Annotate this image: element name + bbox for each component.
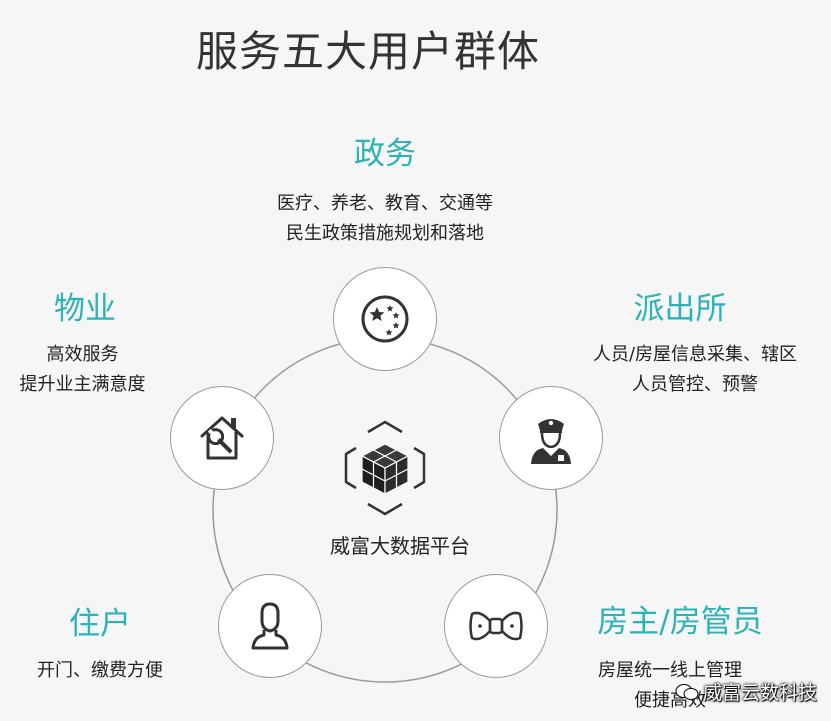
watermark-text: 威富云数科技 [702,682,817,704]
emblem-stars-icon [359,293,411,345]
watermark: 威富云数科技 [675,678,817,705]
gov-desc-line: 医疗、养老、教育、交通等 [277,193,493,214]
person-icon [248,601,292,651]
property-desc: 高效服务 提升业主满意度 [0,340,165,400]
data-cube-icon [340,418,430,518]
resident-title: 住户 [69,606,131,642]
platform-label: 威富大数据平台 [330,534,470,558]
police-desc-line: 人员/房屋信息采集、辖区 [592,344,798,365]
police-title: 派出所 [633,291,727,327]
landlord-desc-line: 房屋统一线上管理 [598,660,742,681]
gov-desc-line: 民生政策措施规划和落地 [286,223,484,244]
police-desc-line: 人员管控、预警 [632,374,758,395]
resident-node[interactable] [218,574,322,678]
resident-desc: 开门、缴费方便 [10,656,190,686]
police-officer-icon [523,410,579,466]
landlord-title: 房主/房管员 [597,604,763,640]
wechat-icon [675,683,699,701]
page-title: 服务五大用户群体 [196,27,541,76]
property-desc-line: 提升业主满意度 [19,374,146,395]
property-node[interactable] [170,386,274,490]
landlord-node[interactable] [444,574,548,678]
resident-desc-line: 开门、缴费方便 [37,660,163,681]
police-node[interactable] [499,386,603,490]
bow-tie-icon [468,606,524,646]
gov-title: 政务 [354,136,416,172]
property-title: 物业 [54,291,116,327]
house-wrench-icon [195,412,249,464]
property-desc-line: 高效服务 [46,344,119,365]
police-desc: 人员/房屋信息采集、辖区 人员管控、预警 [560,340,830,400]
gov-desc: 医疗、养老、教育、交通等 民生政策措施规划和落地 [210,189,560,249]
gov-node[interactable] [333,267,437,371]
